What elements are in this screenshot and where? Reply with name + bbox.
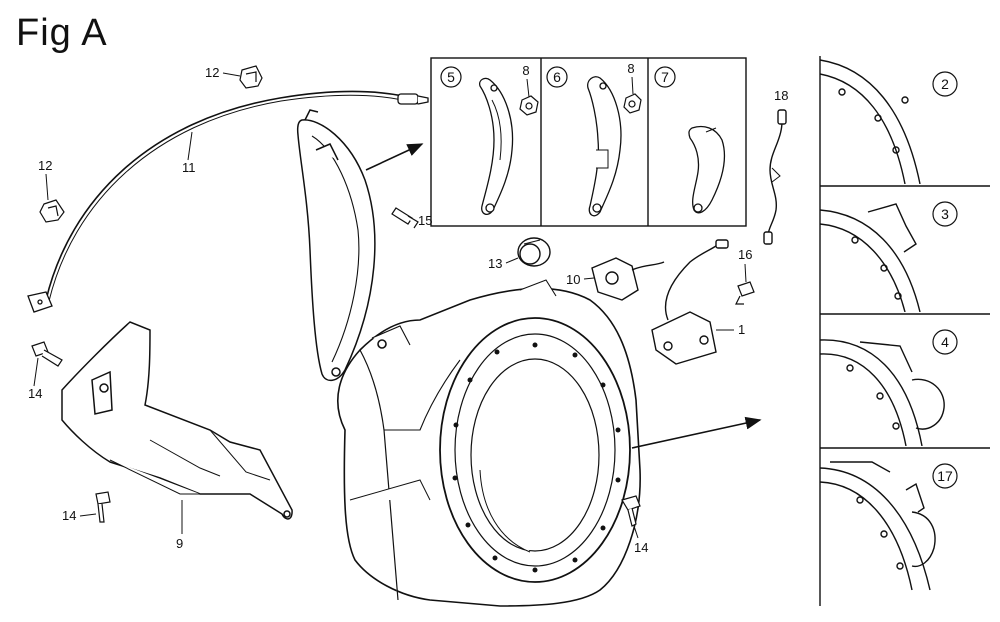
cable-end-connector	[397, 93, 429, 105]
bolt-14-c	[621, 495, 641, 527]
grommet-13	[517, 237, 551, 267]
detail-3-marker	[932, 201, 958, 227]
detail-2-view	[820, 59, 921, 184]
variant-5-marker	[440, 66, 462, 88]
callout-9: 9	[176, 536, 183, 551]
callout-8b: 8	[627, 61, 634, 76]
nut-8-a	[519, 95, 539, 116]
variant-5-label: 5	[447, 69, 455, 85]
bolt-15	[391, 207, 419, 229]
fan-housing	[337, 279, 641, 607]
variant-6-marker	[546, 66, 568, 88]
callout-14b: 14	[62, 508, 76, 523]
bolt-16	[735, 281, 755, 305]
callout-14a: 14	[28, 386, 42, 401]
ignition-coil-1	[651, 239, 729, 365]
switch-10	[591, 257, 665, 301]
under-cover-9	[61, 321, 293, 520]
wire-18	[763, 109, 787, 245]
callout-12b: 12	[38, 158, 52, 173]
cable-11	[45, 90, 421, 302]
callout-16: 16	[738, 247, 752, 262]
variant-6-label: 6	[553, 69, 561, 85]
variant-6-bracket	[587, 76, 622, 217]
callout-13: 13	[488, 256, 502, 271]
callout-8a: 8	[522, 63, 529, 78]
detail-2-label: 2	[941, 76, 949, 92]
bolt-14-a	[31, 341, 63, 367]
callout-12a: 12	[205, 65, 219, 80]
fan-housing-holes	[452, 342, 621, 573]
detail-4-view	[820, 339, 945, 446]
variant-7-marker	[654, 66, 676, 88]
callout-10: 10	[566, 272, 580, 287]
cable-end-terminal	[27, 291, 53, 313]
clip-12-b	[39, 199, 65, 223]
clip-12-a	[239, 65, 263, 89]
nut-8-b	[623, 93, 642, 114]
variant-box	[430, 57, 747, 227]
detail-4-label: 4	[941, 334, 949, 350]
callout-11: 11	[182, 160, 196, 175]
callout-18: 18	[774, 88, 788, 103]
detail-column	[819, 56, 990, 606]
detail-17-marker	[932, 463, 958, 489]
variant-5-bracket	[479, 77, 514, 215]
detail-4-marker	[932, 329, 958, 355]
detail-3-view	[820, 203, 921, 312]
detail-2-marker	[932, 71, 958, 97]
callout-15: 15	[418, 213, 432, 228]
variant-7-bracket	[688, 125, 725, 214]
detail-17-view	[820, 461, 936, 591]
callout-14c: 14	[634, 540, 648, 555]
shroud-cover	[296, 109, 376, 382]
callout-1: 1	[738, 322, 745, 337]
detail-3-label: 3	[941, 206, 949, 222]
variant-7-label: 7	[661, 69, 669, 85]
detail-17-label: 17	[937, 468, 953, 484]
figure-title: Fig A	[16, 12, 108, 54]
bolt-14-b	[95, 491, 111, 523]
